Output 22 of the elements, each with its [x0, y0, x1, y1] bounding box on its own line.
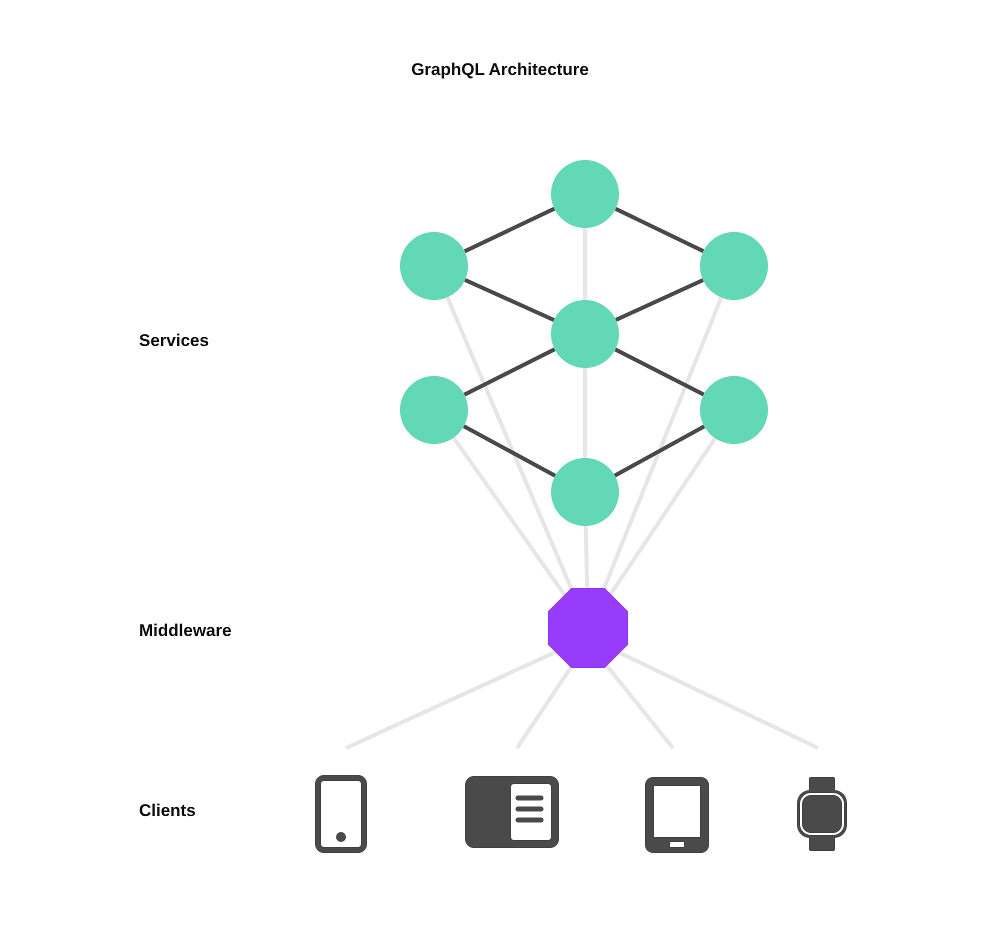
layer-label: Middleware — [139, 621, 232, 641]
e-reader-icon — [465, 776, 559, 848]
diagram-title: GraphQL Architecture — [410, 60, 590, 80]
connector-line — [452, 436, 568, 598]
connector-line — [614, 424, 706, 478]
connector-line — [618, 650, 819, 750]
connector-line — [464, 206, 556, 254]
connector-line — [614, 207, 704, 253]
connector-line — [345, 650, 558, 750]
layer-label: Clients — [139, 801, 196, 821]
connector-line — [615, 278, 704, 322]
connector-line — [584, 526, 590, 590]
smartwatch-icon — [797, 777, 847, 851]
middleware-octagon — [548, 588, 628, 668]
connector-line — [464, 278, 555, 322]
tablet-icon — [645, 777, 709, 853]
layer-label: Services — [139, 331, 209, 351]
smartphone-icon — [315, 775, 367, 853]
connector-line — [608, 437, 717, 597]
connector-line — [462, 424, 556, 478]
connector-line — [614, 348, 705, 396]
connector-line — [463, 348, 556, 396]
